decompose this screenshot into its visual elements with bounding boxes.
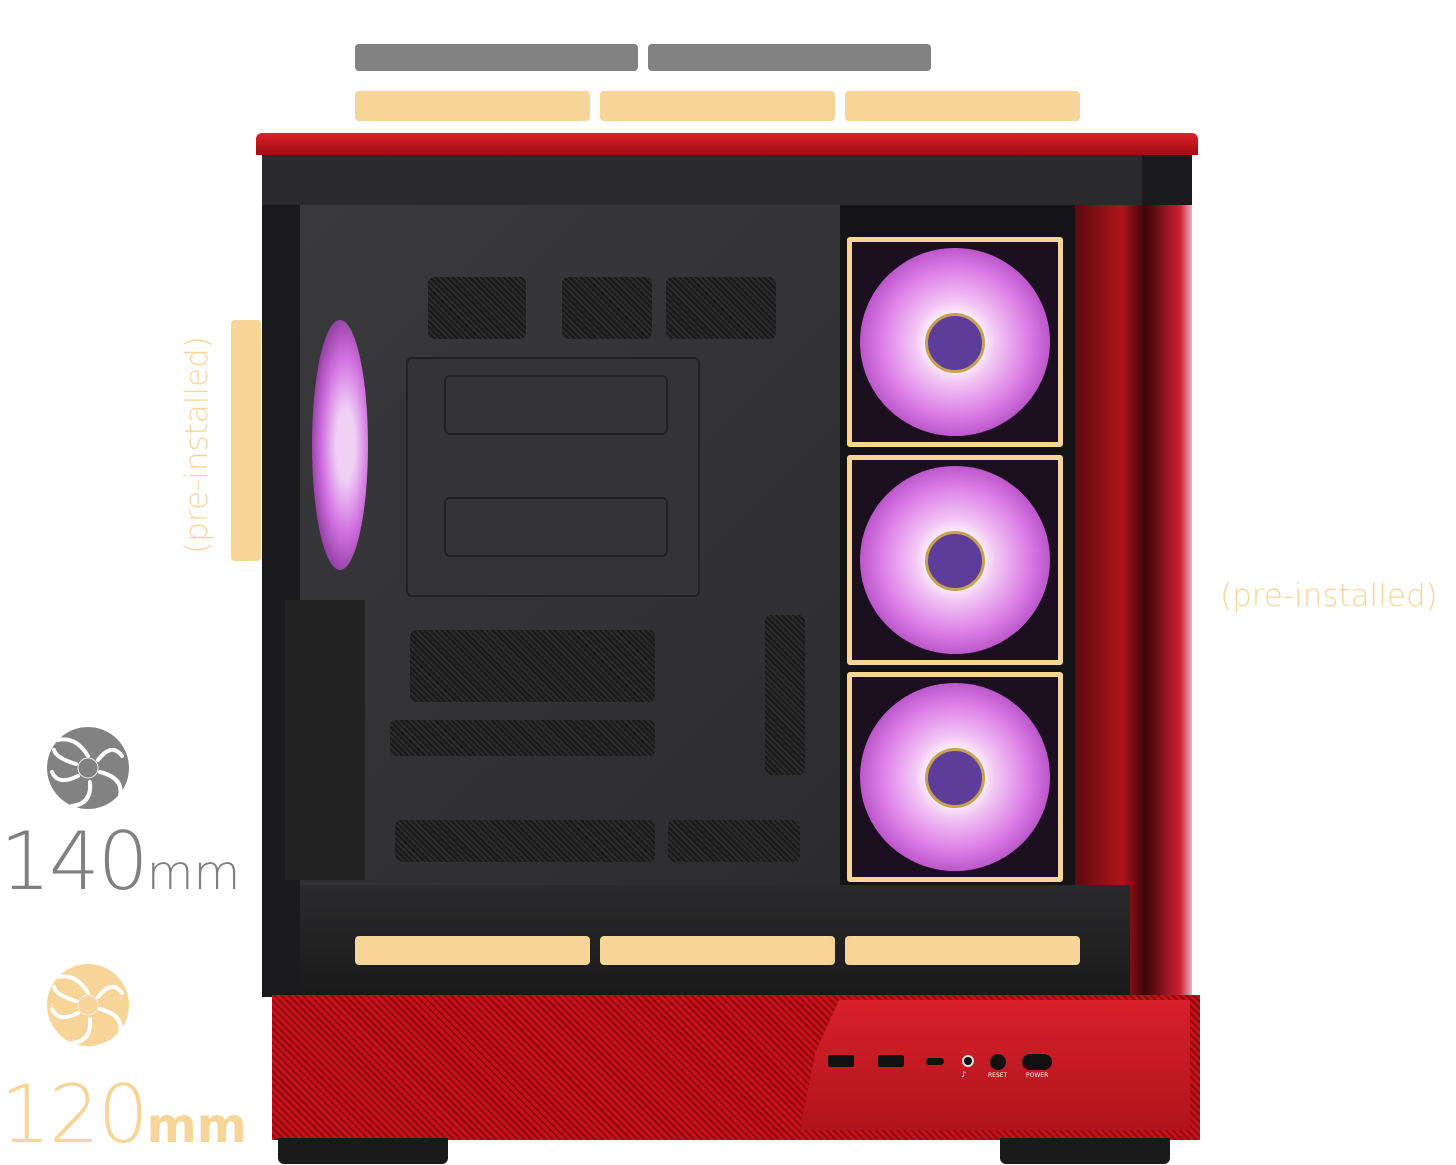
side-preinstalled-note: (pre-installed) — [179, 336, 215, 554]
front-io-panel: ♪ RESET POWER — [800, 1000, 1190, 1130]
side-120mm-fan — [312, 320, 368, 570]
top-140mm-slot — [648, 44, 931, 71]
bottom-120mm-slot — [845, 936, 1080, 965]
usb-a-port[interactable] — [828, 1055, 854, 1067]
msi-logo-icon — [925, 531, 985, 591]
fan-icon — [47, 964, 129, 1046]
top-120mm-slot — [600, 91, 835, 121]
top-120mm-slot — [845, 91, 1080, 121]
headset-icon: ♪ — [961, 1070, 967, 1079]
reset-button[interactable] — [990, 1054, 1006, 1070]
side-120mm-slot — [231, 320, 261, 561]
fan-icon — [47, 727, 129, 809]
front-120mm-fan — [847, 455, 1063, 665]
bottom-120mm-slot — [355, 936, 590, 965]
msi-logo-icon — [925, 313, 985, 373]
audio-jack[interactable] — [962, 1055, 974, 1067]
usb-a-port[interactable] — [878, 1055, 904, 1067]
top-120mm-slot — [355, 91, 590, 121]
msi-logo-icon — [925, 748, 985, 808]
bottom-120mm-slot — [600, 936, 835, 965]
power-label: POWER — [1026, 1072, 1049, 1079]
usb-c-port[interactable] — [926, 1058, 944, 1065]
front-120mm-fan — [847, 237, 1063, 447]
case-top-strip — [262, 155, 1142, 205]
case-foot — [278, 1138, 448, 1164]
front-glass-panel — [1075, 205, 1192, 995]
top-140mm-slot — [355, 44, 638, 71]
rear-pci-slots — [285, 600, 365, 880]
motherboard-tray — [300, 205, 840, 885]
case-foot — [1000, 1138, 1170, 1164]
legend-120mm: 120mm — [0, 1068, 247, 1161]
power-button[interactable] — [1022, 1054, 1052, 1070]
legend-140mm: 140mm — [0, 815, 241, 908]
reset-label: RESET — [988, 1072, 1008, 1079]
front-120mm-fan — [847, 672, 1063, 882]
front-preinstalled-note: (pre-installed) — [1220, 578, 1438, 614]
case-top-edge — [256, 133, 1198, 155]
